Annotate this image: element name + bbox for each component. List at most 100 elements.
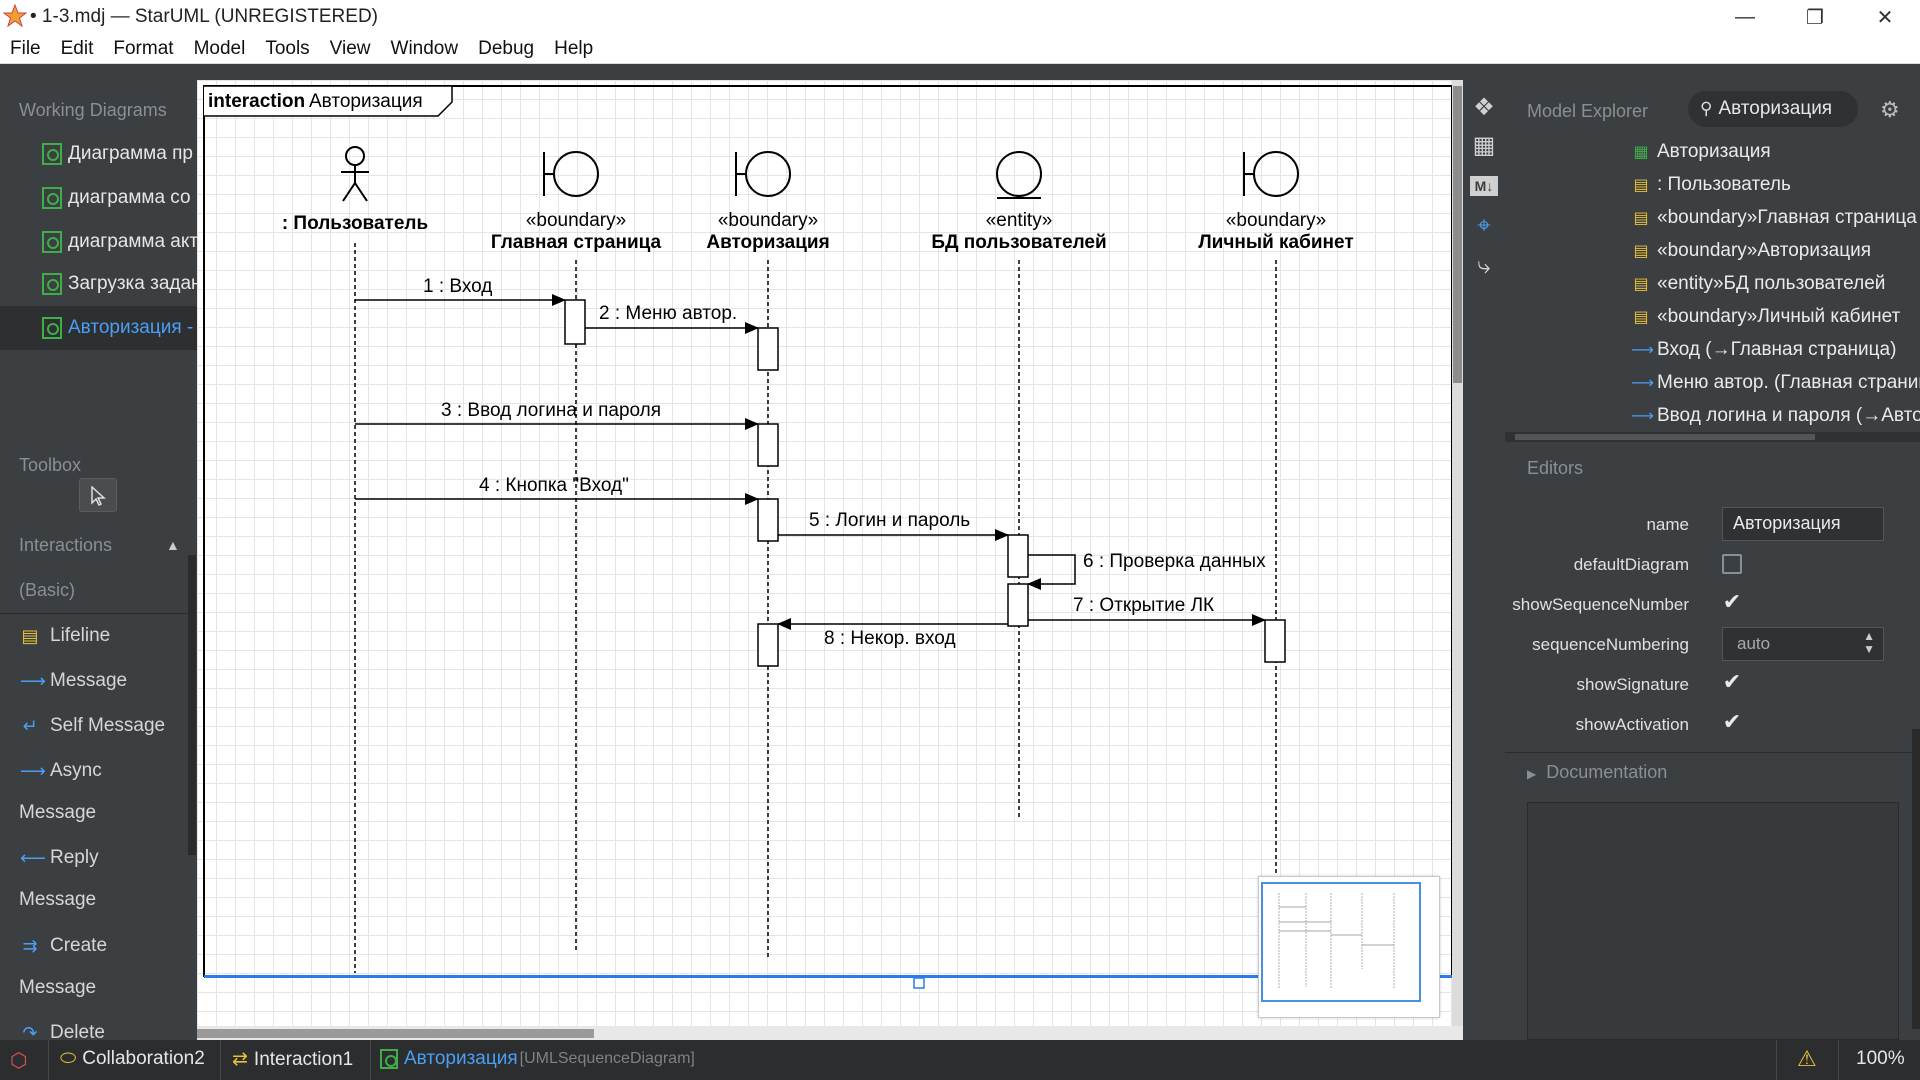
minimap-viewport[interactable] xyxy=(1261,882,1421,1002)
canvas-horizontal-scrollbar[interactable] xyxy=(197,1026,1463,1040)
menu-window[interactable]: Window xyxy=(390,38,459,59)
menu-tools[interactable]: Tools xyxy=(265,38,310,59)
share-icon[interactable]: ⤷ xyxy=(1477,252,1491,279)
toolbox-message[interactable]: ⟶Message xyxy=(0,661,188,701)
activation-bar[interactable] xyxy=(757,498,779,542)
menu-view[interactable]: View xyxy=(329,38,371,59)
toolbox-item-label-continued[interactable]: Message xyxy=(0,880,188,920)
model-tree-item[interactable]: ▤«boundary»Главная страница xyxy=(1631,203,1920,233)
message-label[interactable]: 4 : Кнопка "Вход" xyxy=(479,475,629,496)
model-tree-item[interactable]: ⟶Вход (→Главная страница) xyxy=(1631,335,1920,365)
message-label[interactable]: 2 : Меню автор. xyxy=(599,303,737,324)
pointer-tool-button[interactable] xyxy=(79,478,117,512)
minimize-icon[interactable]: — xyxy=(1735,5,1755,28)
breadcrumb-diagram[interactable]: Авторизация[UMLSequenceDiagram] xyxy=(380,1048,695,1070)
message-arrow-icon: ⟶ xyxy=(20,670,46,691)
self-message-arrow[interactable] xyxy=(1027,554,1076,590)
breadcrumb-collaboration[interactable]: ⬭Collaboration2 xyxy=(60,1048,205,1070)
message-label[interactable]: 5 : Логин и пароль xyxy=(809,510,970,531)
zoom-level[interactable]: 100% xyxy=(1856,1048,1905,1069)
activation-bar[interactable] xyxy=(757,423,779,467)
menu-model[interactable]: Model xyxy=(193,38,246,59)
toolbox-item-label-continued[interactable]: Message xyxy=(0,968,188,1008)
layout-icon[interactable]: ▦ xyxy=(1472,132,1496,159)
model-tree-item[interactable]: ⟶Меню автор. (Главная страница xyxy=(1631,368,1920,398)
show-sequence-number-checkbox[interactable]: ✔ xyxy=(1722,589,1742,614)
markdown-icon[interactable]: M↓ xyxy=(1470,176,1498,196)
boundary-icon[interactable] xyxy=(543,151,599,197)
collapse-icon[interactable]: ▲ xyxy=(166,537,180,553)
model-tree-item[interactable]: ▤: Пользователь xyxy=(1631,170,1920,200)
working-diagram-item[interactable]: Диаграмма пр xyxy=(0,132,197,176)
scrollbar-thumb[interactable] xyxy=(1515,434,1815,440)
menu-file[interactable]: File xyxy=(10,38,41,59)
toolbox-self-message[interactable]: ↵Self Message xyxy=(0,706,188,746)
working-diagram-item[interactable]: диаграмма акт xyxy=(0,220,197,264)
entity-icon[interactable] xyxy=(996,151,1042,199)
message-label[interactable]: 3 : Ввод логина и пароля xyxy=(441,400,661,421)
activation-bar[interactable] xyxy=(1007,583,1029,627)
activation-bar[interactable] xyxy=(757,327,779,371)
boundary-icon[interactable] xyxy=(1243,151,1299,197)
actor-icon[interactable] xyxy=(341,146,369,202)
warning-icon[interactable]: ⚠ xyxy=(1797,1046,1817,1071)
working-diagram-item[interactable]: Загрузка задан xyxy=(0,262,197,306)
scrollbar-thumb[interactable] xyxy=(197,1029,594,1038)
working-diagram-item[interactable]: диаграмма со xyxy=(0,176,197,220)
model-explorer-scrollbar[interactable] xyxy=(1505,432,1920,442)
message-icon: ⟶ xyxy=(1631,408,1654,425)
editors-scrollbar[interactable] xyxy=(1912,729,1920,1029)
message-label[interactable]: 8 : Некор. вход xyxy=(824,628,956,649)
message-label[interactable]: 6 : Проверка данных xyxy=(1083,551,1266,572)
model-tree-item[interactable]: ▤«boundary»Личный кабинет xyxy=(1631,302,1920,332)
toolbox-item-label-continued[interactable]: Message xyxy=(0,793,188,833)
activation-bar[interactable] xyxy=(757,623,779,667)
activation-bar[interactable] xyxy=(1264,619,1286,663)
restore-icon[interactable]: ❐ xyxy=(1806,6,1824,29)
name-input[interactable]: Авторизация xyxy=(1722,507,1884,541)
async-message-icon: ⟶ xyxy=(20,760,46,781)
working-diagram-item-active[interactable]: Авторизация - xyxy=(0,306,197,350)
canvas-vertical-scrollbar[interactable] xyxy=(1452,80,1463,1026)
default-diagram-checkbox[interactable] xyxy=(1722,554,1742,574)
activation-bar[interactable] xyxy=(1007,534,1029,578)
diagram-canvas[interactable]: interaction Авторизация xyxy=(197,80,1463,1040)
menu-debug[interactable]: Debug xyxy=(478,38,535,59)
toolbox-reply-message[interactable]: ⟵Reply xyxy=(0,838,188,878)
locate-icon[interactable]: ⌖ xyxy=(1477,212,1491,239)
boundary-icon[interactable] xyxy=(735,151,791,197)
documentation-textarea[interactable] xyxy=(1527,802,1899,1040)
model-tree-item[interactable]: ⟶Ввод логина и пароля (→Автор xyxy=(1631,401,1920,431)
toolbox-lifeline[interactable]: ▤Lifeline xyxy=(0,616,188,656)
resize-handle[interactable] xyxy=(913,977,925,989)
sequence-diagram[interactable]: interaction Авторизация xyxy=(197,80,1463,1040)
menu-help[interactable]: Help xyxy=(554,38,594,59)
breadcrumb-interaction[interactable]: ⇄Interaction1 xyxy=(232,1048,353,1071)
close-icon[interactable]: ✕ xyxy=(1876,6,1894,29)
activation-bar[interactable] xyxy=(564,299,586,345)
extensions-icon[interactable]: ❖ xyxy=(1473,94,1495,121)
show-signature-checkbox[interactable]: ✔ xyxy=(1722,669,1742,694)
menu-format[interactable]: Format xyxy=(113,38,174,59)
search-input[interactable]: Авторизация xyxy=(1718,98,1833,119)
model-tree-item[interactable]: ▤«entity»БД пользователей xyxy=(1631,269,1920,299)
toolbox-create-message[interactable]: ⇉Create xyxy=(0,926,188,966)
model-tree-item[interactable]: ▦Авторизация xyxy=(1631,137,1920,167)
toolbox-async-message[interactable]: ⟶Async xyxy=(0,751,188,791)
show-activation-checkbox[interactable]: ✔ xyxy=(1722,709,1742,734)
divider xyxy=(48,1040,49,1080)
minimap[interactable] xyxy=(1258,876,1440,1018)
error-icon[interactable]: ⬡ xyxy=(10,1050,28,1072)
toolbox-group-title[interactable]: Interactions xyxy=(19,535,113,555)
toolbox-scrollbar[interactable] xyxy=(188,555,196,855)
sequence-numbering-select[interactable]: auto ▲▼ xyxy=(1722,627,1884,661)
scrollbar-thumb[interactable] xyxy=(1453,86,1462,383)
message-label[interactable]: 1 : Вход xyxy=(423,276,492,297)
menu-edit[interactable]: Edit xyxy=(60,38,94,59)
message-label[interactable]: 7 : Открытие ЛК xyxy=(1073,595,1214,616)
documentation-header[interactable]: ▶Documentation xyxy=(1527,762,1667,783)
gear-icon[interactable]: ⚙ xyxy=(1880,97,1900,122)
model-explorer-search[interactable]: ⚲ Авторизация xyxy=(1688,91,1858,127)
toolbox-delete-message[interactable]: ↷Delete xyxy=(0,1013,188,1053)
model-tree-item[interactable]: ▤«boundary»Авторизация xyxy=(1631,236,1920,266)
